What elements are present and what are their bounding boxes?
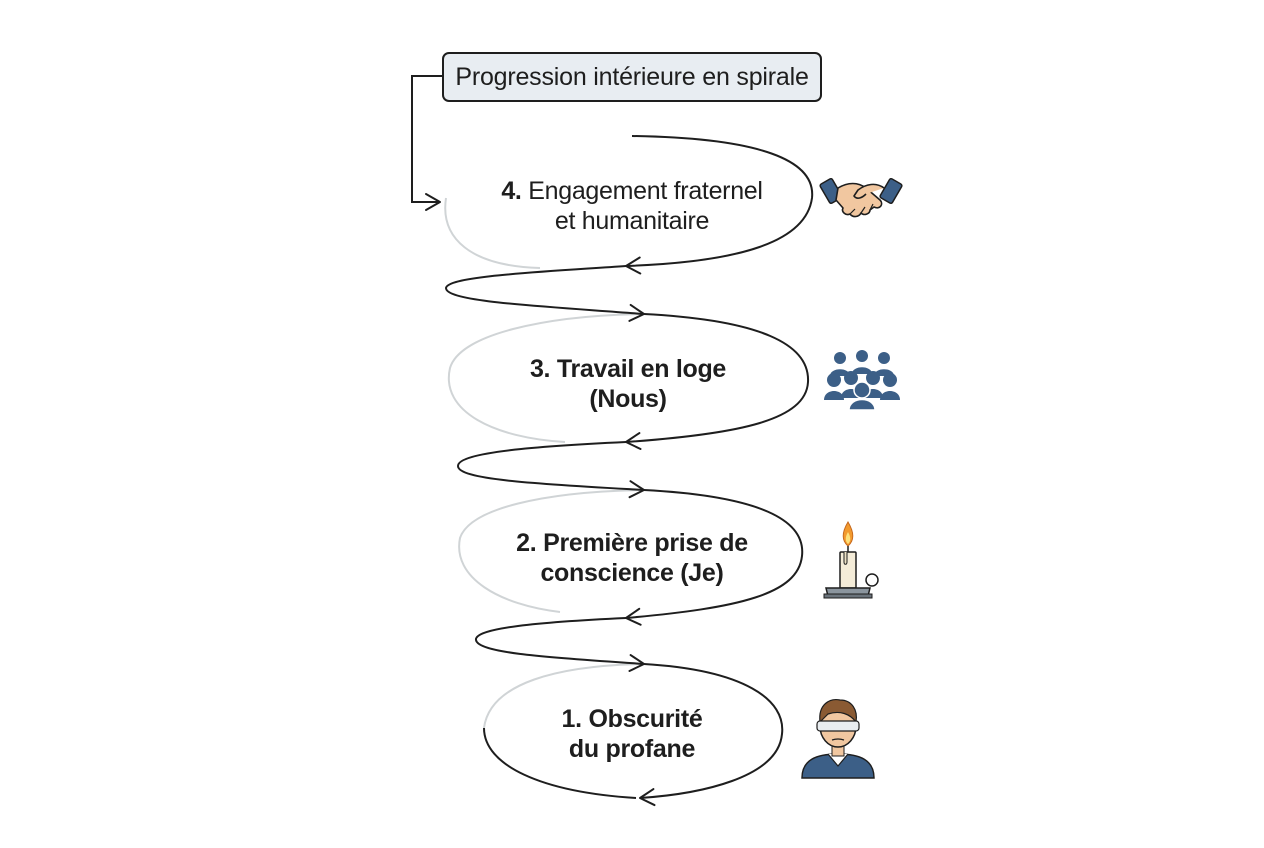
group-icon — [824, 350, 900, 411]
spiral-loop-2-front — [625, 489, 804, 626]
stage-1-line1: 1. Obscurité — [452, 704, 812, 734]
stage-3-title: Travail en loge — [556, 355, 727, 383]
loop-2-back — [458, 489, 641, 613]
stage-1-title: Obscurité — [588, 705, 703, 733]
spiral-loop-1-front — [639, 663, 784, 807]
spiral-top-loop — [625, 135, 814, 275]
stage-2-title: Première prise de — [543, 529, 748, 557]
handshake-icon — [819, 177, 903, 218]
stage-4-label: 4. Engagement fraternel et humanitaire — [452, 176, 812, 236]
candle-icon — [823, 521, 879, 599]
stage-4-line1: 4. Engagement fraternel — [452, 176, 812, 206]
stage-2-label: 2. Première prise de conscience (Je) — [452, 528, 812, 588]
stage-2-number: 2. — [516, 529, 537, 557]
spiral-s-curve-4-3 — [444, 265, 645, 322]
title-box: Progression intérieure en spirale — [442, 52, 822, 102]
stage-4-number: 4. — [501, 177, 522, 205]
stage-2-line1: 2. Première prise de — [452, 528, 812, 558]
loop-3-back — [447, 313, 641, 443]
stage-1-label: 1. Obscurité du profane — [452, 704, 812, 764]
stage-2-line2: conscience (Je) — [540, 559, 724, 587]
stage-4-line2: et humanitaire — [554, 207, 710, 235]
stage-3-line2: (Nous) — [589, 385, 667, 413]
stage-3-label: 3. Travail en loge (Nous) — [448, 354, 808, 414]
spiral-s-curve-2-1 — [475, 617, 645, 672]
loop-1-back — [483, 663, 641, 729]
stage-3-line1: 3. Travail en loge — [448, 354, 808, 384]
spiral-loop-3-front — [625, 313, 810, 450]
diagram-title: Progression intérieure en spirale — [455, 62, 809, 91]
loop-4-back — [444, 197, 541, 269]
stage-1-line2: du profane — [568, 735, 696, 763]
blindfolded-person-icon — [801, 699, 875, 779]
spiral-bottom-tail — [483, 727, 637, 799]
stage-4-title: Engagement fraternel — [528, 177, 763, 205]
stage-3-number: 3. — [529, 355, 551, 383]
stage-1-number: 1. — [561, 705, 583, 733]
spiral-s-curve-3-2 — [456, 441, 645, 499]
title-connector — [411, 75, 442, 211]
